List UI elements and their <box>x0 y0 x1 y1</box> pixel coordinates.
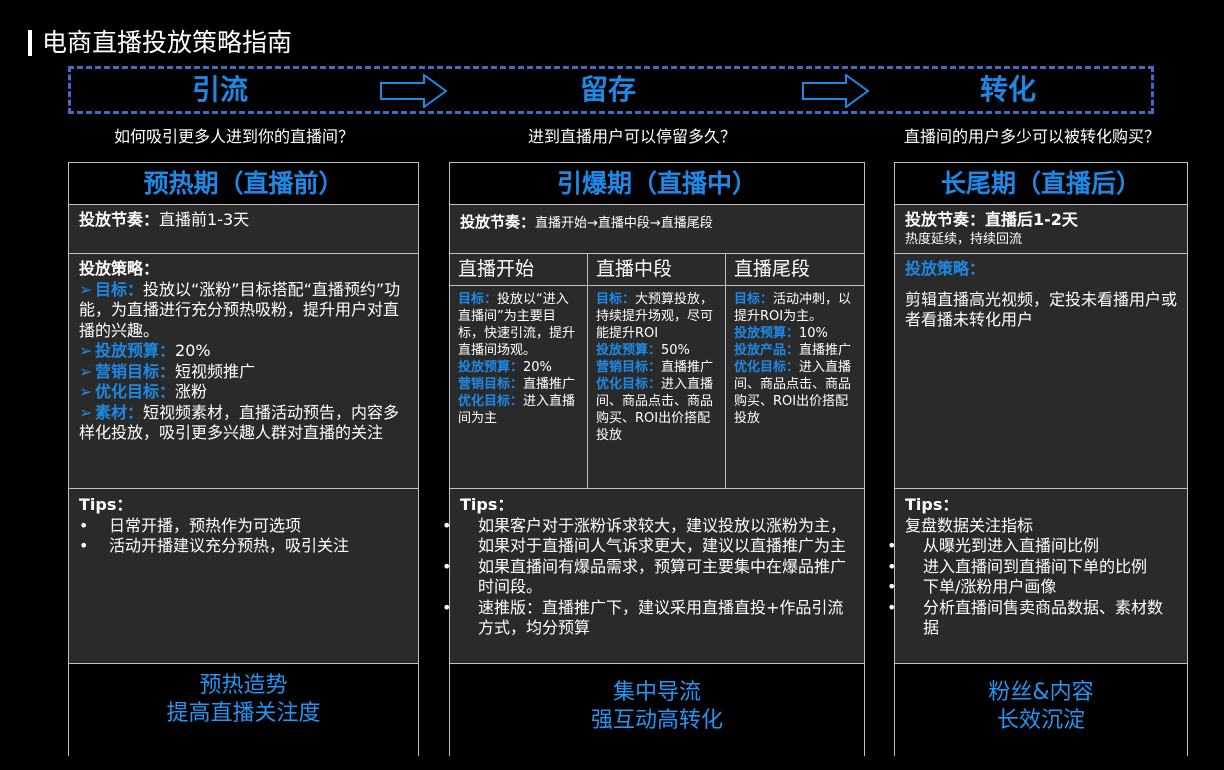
live-tips-row: Tips： •如果客户对于涨粉诉求较大，建议投放以涨粉为主，如果对于直播间人气诉… <box>442 489 864 664</box>
rhythm-sub: 热度延续，持续回流 <box>905 231 1023 247</box>
live-summary: 集中导流 强互动高转化 <box>450 664 864 770</box>
strategy-title: 投放策略： <box>79 259 160 278</box>
live-header: 引爆期（直播中） <box>450 163 864 205</box>
phase-end: 直播尾段 目标：活动冲刺，以提升ROI为主。 投放预算：10% 投放产品：直播推… <box>726 254 864 488</box>
rhythm-value: 直播开始→直播中段→直播尾段 <box>535 216 713 231</box>
column-gap <box>864 162 895 756</box>
tips-subtitle: 复盘数据关注指标 <box>905 515 1034 535</box>
rhythm-label: 投放节奏： <box>460 213 536 231</box>
tips-title: Tips： <box>905 495 959 514</box>
goal-item: ➢目标：投放以“涨粉”目标搭配“直播预约”功能，为直播进行充分预热吸粉，提升用户… <box>79 279 401 340</box>
flow-banner <box>68 66 1154 114</box>
phase-middle: 直播中段 目标：大预算投放，持续提升场观，尽可能提升ROI 投放预算：50% 营… <box>588 254 726 488</box>
page-title: 电商直播投放策略指南 <box>42 28 293 57</box>
optimize-item: ➢优化目标：涨粉 <box>79 382 208 401</box>
tip-item: •分析直播间售卖商品数据、素材数据 <box>887 597 1164 638</box>
post-strategy-row: 投放策略： 剪辑直播高光视频，定投未看播用户或者看播未转化用户 <box>895 254 1187 489</box>
summary-line: 强互动高转化 <box>590 708 723 733</box>
phase-title: 直播尾段 <box>726 254 864 286</box>
strategy-title: 投放策略： <box>905 259 986 278</box>
pre-strategy-row: 投放策略： ➢目标：投放以“涨粉”目标搭配“直播预约”功能，为直播进行充分预热吸… <box>69 254 418 489</box>
phase-title: 直播开始 <box>450 254 587 286</box>
summary-line: 粉丝&内容 <box>988 680 1094 705</box>
pre-live-column: 预热期（直播前） 投放节奏：直播前1-3天 投放策略： ➢目标：投放以“涨粉”目… <box>68 162 419 763</box>
phase-title: 直播中段 <box>588 254 725 286</box>
live-column: 引爆期（直播中） 投放节奏：直播开始→直播中段→直播尾段 直播开始 目标：投放以… <box>442 162 865 770</box>
live-phases-row: 直播开始 目标：投放以“进入直播间”为主要目标，快速引流，提升直播间场观。 投放… <box>450 254 864 489</box>
tip-item: •日常开播，预热作为可选项 <box>79 515 302 535</box>
post-summary: 粉丝&内容 长效沉淀 <box>895 664 1187 770</box>
rhythm-value: 直播后1-2天 <box>985 210 1078 229</box>
question-traffic: 如何吸引更多人进到你的直播间？ <box>113 127 354 146</box>
rhythm-value: 直播前1-3天 <box>159 210 250 229</box>
question-retention: 进到直播用户可以停留多久？ <box>527 127 736 146</box>
tip-item: •速推版：直播推广下，建议采用直播直投+作品引流方式，均分预算 <box>442 597 844 638</box>
pre-rhythm-row: 投放节奏：直播前1-3天 <box>69 204 418 254</box>
tip-item: •如果客户对于涨粉诉求较大，建议投放以涨粉为主，如果对于直播间人气诉求更大，建议… <box>442 515 847 556</box>
tip-item: •进入直播间到直播间下单的比例 <box>887 556 1148 576</box>
rhythm-label: 投放节奏： <box>905 210 986 229</box>
summary-line: 提高直播关注度 <box>166 701 321 726</box>
post-live-header: 长尾期（直播后） <box>895 163 1187 205</box>
arrow-right-icon <box>802 74 870 108</box>
budget-item: ➢投放预算：20% <box>79 341 211 360</box>
marketing-item: ➢营销目标：短视频推广 <box>79 361 256 381</box>
rhythm-label: 投放节奏： <box>79 210 160 229</box>
column-gap <box>418 162 450 756</box>
tips-title: Tips： <box>460 495 514 514</box>
tip-item: •如果直播间有爆品需求，预算可主要集中在爆品推广时间段。 <box>442 556 847 597</box>
summary-line: 预热造势 <box>199 673 288 698</box>
post-tips-row: Tips： 复盘数据关注指标 •从曝光到进入直播间比例 •进入直播间到直播间下单… <box>887 489 1187 664</box>
stage-retention: 留存 <box>579 73 636 106</box>
strategy-text: 剪辑直播高光视频，定投未看播用户或者看播未转化用户 <box>905 289 1178 330</box>
tip-item: •活动开播建议充分预热，吸引关注 <box>79 536 350 555</box>
stage-conversion: 转化 <box>979 73 1036 106</box>
tips-title: Tips： <box>79 495 133 514</box>
phase-start: 直播开始 目标：投放以“进入直播间”为主要目标，快速引流，提升直播间场观。 投放… <box>450 254 588 488</box>
post-live-column: 长尾期（直播后） 投放节奏：直播后1-2天 热度延续，持续回流 投放策略： 剪辑… <box>887 162 1188 770</box>
post-rhythm-row: 投放节奏：直播后1-2天 热度延续，持续回流 <box>895 204 1187 254</box>
pre-live-header: 预热期（直播前） <box>69 163 418 205</box>
stage-traffic: 引流 <box>191 73 248 106</box>
material-item: ➢素材：短视频素材，直播活动预告，内容多样化投放，吸引更多兴趣人群对直播的关注 <box>79 402 400 443</box>
pre-summary: 预热造势 提高直播关注度 <box>69 664 418 763</box>
arrow-right-icon <box>380 74 448 108</box>
pre-tips-row: Tips： •日常开播，预热作为可选项 •活动开播建议充分预热，吸引关注 <box>69 489 418 664</box>
summary-line: 集中导流 <box>612 680 701 705</box>
live-rhythm-row: 投放节奏：直播开始→直播中段→直播尾段 <box>450 204 864 254</box>
tip-item: •下单/涨粉用户画像 <box>887 577 1057 596</box>
tip-item: •从曝光到进入直播间比例 <box>887 536 1100 555</box>
summary-line: 长效沉淀 <box>996 708 1085 733</box>
title-accent-bar <box>28 30 32 56</box>
question-conversion: 直播间的用户多少可以被转化购买？ <box>903 127 1160 146</box>
